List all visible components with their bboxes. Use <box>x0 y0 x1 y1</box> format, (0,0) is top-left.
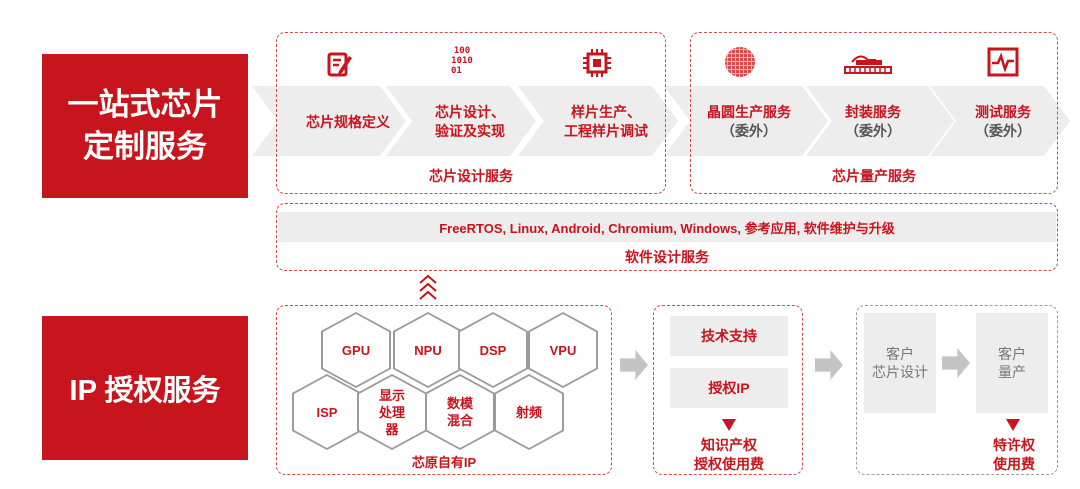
royalty-down-arrow <box>1006 419 1020 431</box>
chevron-step-4 <box>664 86 828 156</box>
customer-mass-line1: 客户 <box>998 346 1026 362</box>
step-wafer-production: 晶圆生产服务 （委外） <box>694 103 804 141</box>
software-items-text: FreeRTOS, Linux, Android, Chromium, Wind… <box>439 220 895 236</box>
title-line-2: 定制服务 <box>83 129 207 164</box>
hex-dsp-label: DSP <box>460 314 526 386</box>
step-design-verification: 芯片设计、 验证及实现 <box>418 103 522 141</box>
step-packaging: 封装服务 （委外） <box>818 103 928 141</box>
step-5-label: 封装服务 <box>845 104 901 120</box>
step-6-label: 测试服务 <box>975 104 1031 120</box>
license-ip-box: 授权IP <box>670 368 788 408</box>
arrow-to-license <box>620 350 648 380</box>
license-group <box>653 305 803 475</box>
chip-production-group-title: 芯片量产服务 <box>832 168 916 184</box>
customer-group <box>856 305 1058 475</box>
binary-line-2: 1010 <box>451 56 473 66</box>
customer-design-line1: 客户 <box>886 346 914 362</box>
one-stop-service-title: 一站式芯片 定制服务 <box>42 54 248 198</box>
hex-npu-label: NPU <box>395 314 461 386</box>
binary-line-1: 100 <box>453 46 471 56</box>
ip-fee-line2: 授权使用费 <box>694 456 764 472</box>
hex-gpu-label: GPU <box>323 314 389 386</box>
software-design-group <box>276 203 1058 271</box>
ip-license-title: IP 授权服务 <box>42 316 248 460</box>
license-down-arrow <box>722 419 736 431</box>
step-1-label: 芯片规格定义 <box>306 114 390 130</box>
chip-icon <box>583 49 611 77</box>
hex-display-label: 显示处理器 <box>359 376 425 448</box>
wafer-icon <box>725 47 755 77</box>
step-5-sub: （委外） <box>845 123 901 139</box>
customer-mass-line2: 量产 <box>998 364 1026 380</box>
hex-isp-label: ISP <box>294 376 360 448</box>
own-ip-group <box>276 305 612 475</box>
hex-rf-label: 射频 <box>496 376 562 448</box>
step-spec-definition: 芯片规格定义 <box>296 113 400 132</box>
step-3-label-line1: 样片生产、 <box>571 104 641 120</box>
hex-vpu: VPU <box>528 312 598 388</box>
step-3-label-line2: 工程样片调试 <box>564 123 648 139</box>
step-testing: 测试服务 （委外） <box>948 103 1058 141</box>
chip-production-group <box>690 32 1058 194</box>
customer-chip-design-box: 客户 芯片设计 <box>864 313 936 413</box>
edit-document-icon <box>327 52 352 77</box>
ip-fee-line1: 知识产权 <box>701 437 757 453</box>
royalty-fee: 特许权 使用费 <box>976 436 1052 474</box>
software-group-title: 软件设计服务 <box>625 249 709 265</box>
tech-support-box: 技术支持 <box>670 316 788 356</box>
step-2-label-line2: 验证及实现 <box>435 123 505 139</box>
chip-design-group <box>276 32 666 194</box>
arrow-to-customer <box>815 350 843 380</box>
hex-mixed-label: 数模混合 <box>427 376 493 448</box>
chip-design-group-title: 芯片设计服务 <box>429 168 513 184</box>
title-line-1: 一站式芯片 <box>67 87 223 122</box>
up-chevrons-icon <box>419 274 437 300</box>
royalty-line2: 使用费 <box>993 456 1035 472</box>
step-sample-production: 样片生产、 工程样片调试 <box>548 103 664 141</box>
step-4-label: 晶圆生产服务 <box>707 104 791 120</box>
packaging-icon <box>844 55 892 74</box>
test-monitor-icon <box>987 47 1019 77</box>
hex-vpu-label: VPU <box>530 314 596 386</box>
own-ip-group-title: 芯原自有IP <box>411 455 477 470</box>
software-items-bar: FreeRTOS, Linux, Android, Chromium, Wind… <box>278 212 1056 242</box>
binary-line-3: 01 <box>451 66 462 76</box>
customer-design-line2: 芯片设计 <box>872 364 928 380</box>
royalty-line1: 特许权 <box>993 437 1035 453</box>
customer-mass-production-box: 客户 量产 <box>976 313 1048 413</box>
step-4-sub: （委外） <box>721 123 777 139</box>
step-6-sub: （委外） <box>975 123 1031 139</box>
binary-code-icon: 100 1010 01 <box>446 46 478 76</box>
step-2-label-line1: 芯片设计、 <box>435 104 505 120</box>
chevron-step-3 <box>518 86 678 156</box>
ip-license-fee: 知识产权 授权使用费 <box>660 436 798 474</box>
